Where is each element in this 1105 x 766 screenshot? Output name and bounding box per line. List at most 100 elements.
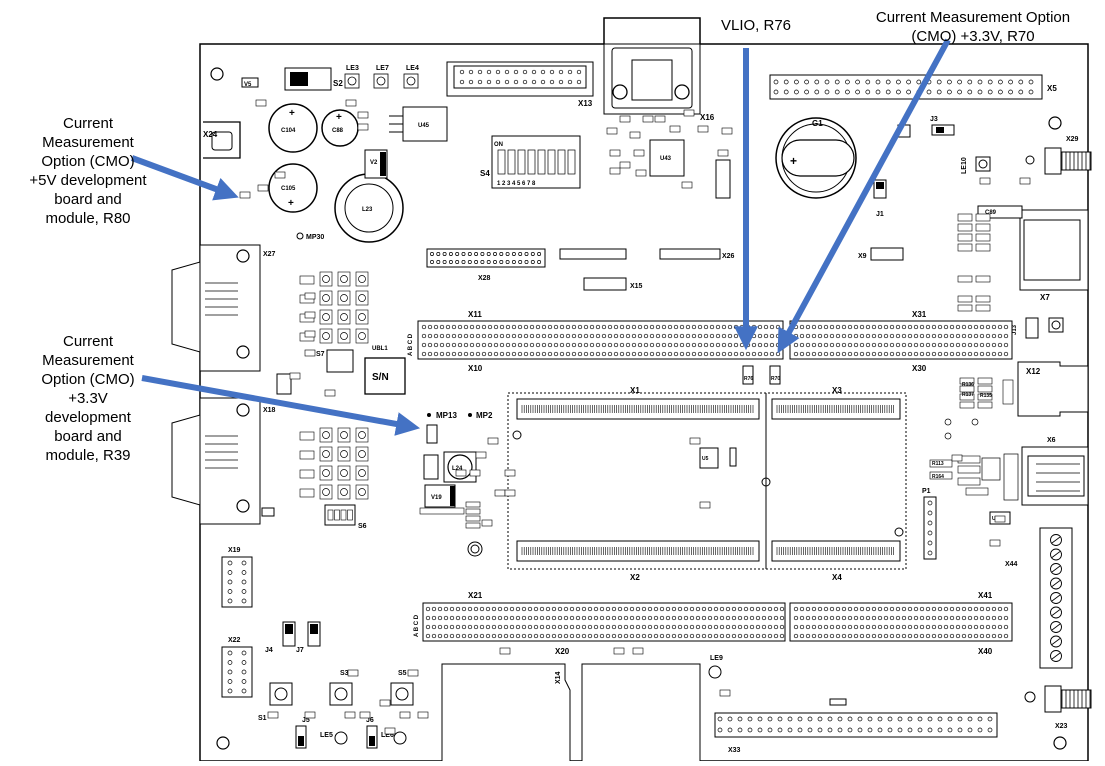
pin: [485, 633, 491, 639]
pin: [619, 324, 625, 330]
resistor: [959, 393, 975, 401]
pin: [595, 342, 601, 348]
pin: [527, 606, 533, 612]
pin: [679, 333, 685, 339]
svg-text:+: +: [336, 112, 342, 123]
pin: [511, 252, 516, 256]
pin: [443, 624, 449, 630]
pin: [653, 624, 659, 630]
pin: [505, 260, 510, 264]
resistor: [977, 385, 993, 393]
pin: [535, 342, 541, 348]
pin: [537, 260, 542, 264]
capacitor: [419, 507, 465, 515]
pin: [713, 624, 719, 630]
pin: [769, 351, 775, 357]
dip-switch-lever: [547, 149, 556, 175]
pin: [433, 342, 439, 348]
pin: [931, 633, 937, 639]
pin: [853, 633, 859, 639]
pin: [955, 333, 961, 339]
pin: [551, 606, 557, 612]
smd-component: [635, 169, 647, 177]
pin: [845, 79, 850, 85]
pin: [575, 615, 581, 621]
pin: [665, 615, 671, 621]
pin: [431, 624, 437, 630]
pin: [731, 624, 737, 630]
pin: [613, 333, 619, 339]
pin: [437, 606, 443, 612]
pin: [927, 550, 933, 556]
svg-text:X18: X18: [263, 407, 276, 414]
svg-text:X4: X4: [832, 573, 842, 582]
pin: [480, 260, 485, 264]
pin: [504, 79, 510, 85]
pin: [539, 633, 545, 639]
smd-component: [304, 330, 316, 338]
sn-label: [364, 357, 406, 395]
pin: [521, 615, 527, 621]
pin: [431, 615, 437, 621]
ic: [1002, 379, 1014, 405]
pin: [883, 615, 889, 621]
pin: [449, 624, 455, 630]
pin: [671, 606, 677, 612]
pin: [745, 342, 751, 348]
pin: [817, 351, 823, 357]
pin: [463, 342, 469, 348]
pin: [979, 624, 985, 630]
pin: [859, 342, 865, 348]
pin: [957, 727, 963, 733]
pin: [823, 342, 829, 348]
smd-component: [681, 181, 693, 189]
pin: [751, 342, 757, 348]
pin: [485, 624, 491, 630]
pin: [493, 324, 499, 330]
pin: [907, 606, 913, 612]
pin: [457, 324, 463, 330]
pin: [430, 260, 434, 264]
pin: [629, 606, 635, 612]
led: [355, 290, 369, 306]
pin: [906, 79, 911, 85]
pin: [523, 351, 529, 357]
pin: [919, 624, 925, 630]
pin: [227, 570, 233, 575]
pin: [823, 606, 829, 612]
pin: [901, 342, 907, 348]
smd-component: [717, 149, 729, 157]
pin: [461, 252, 466, 256]
pin: [847, 727, 853, 733]
pin: [883, 324, 889, 330]
pin: [455, 624, 461, 630]
pin: [793, 333, 799, 339]
pin: [761, 624, 767, 630]
pin: [991, 606, 997, 612]
resistor: [959, 385, 975, 393]
pin: [641, 624, 647, 630]
pin: [617, 606, 623, 612]
smd-component: [494, 489, 506, 497]
pin: [468, 69, 474, 75]
svg-text:X16: X16: [700, 113, 715, 122]
pin: [655, 351, 661, 357]
pin: [725, 606, 731, 612]
svg-text:P1: P1: [922, 488, 931, 495]
pin: [649, 342, 655, 348]
dip-switch-lever: [327, 509, 334, 521]
pin: [713, 606, 719, 612]
pin: [793, 351, 799, 357]
pin: [685, 333, 691, 339]
pin: [509, 624, 515, 630]
led: [319, 484, 333, 500]
pin: [625, 333, 631, 339]
pin: [593, 633, 599, 639]
pin: [883, 606, 889, 612]
pin: [757, 324, 763, 330]
pin: [943, 606, 949, 612]
pin: [717, 727, 723, 733]
pin: [439, 342, 445, 348]
svg-text:R76: R76: [744, 376, 753, 382]
connector-x1: X1: [516, 386, 760, 420]
